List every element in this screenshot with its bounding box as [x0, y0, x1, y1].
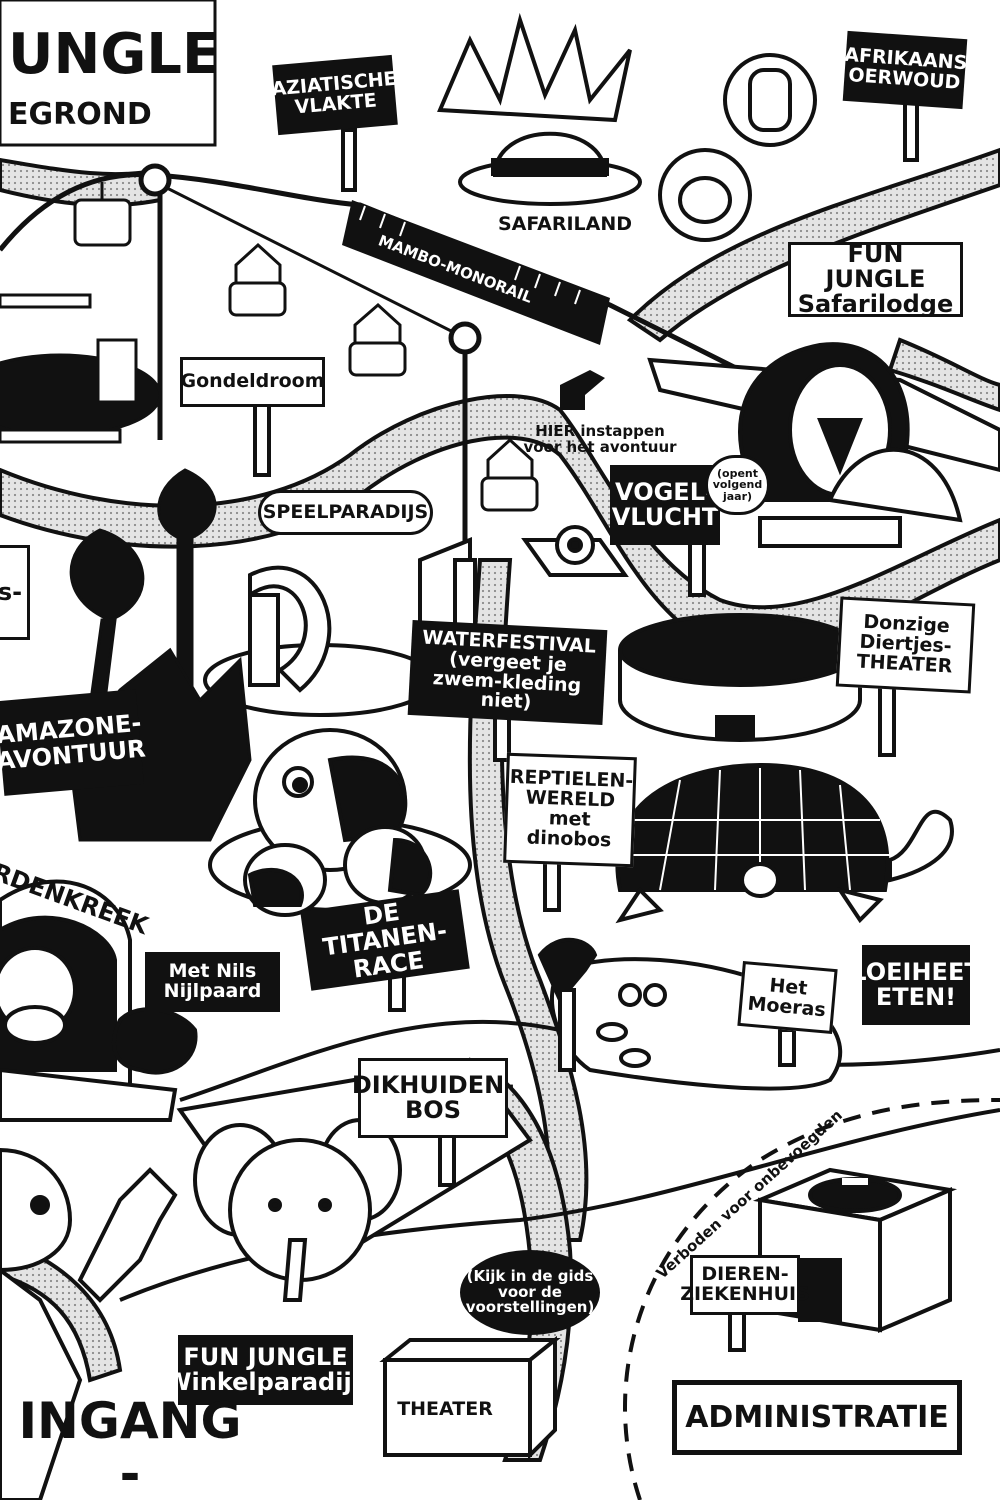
- sign-dierenziekenhuis[interactable]: DIEREN-ZIEKENHUIS: [680, 1255, 810, 1315]
- arrow-icon: [560, 370, 605, 410]
- label-hier-instappen[interactable]: HIER instappen voor het avontuur: [523, 422, 677, 456]
- note-kijk-in-de-gids: (Kijk in de gids voor de voorstellingen): [460, 1250, 600, 1335]
- picnic-area: [0, 293, 162, 444]
- safari-hat: [437, 12, 642, 206]
- toucan: [647, 342, 1000, 548]
- sign-administratie[interactable]: ADMINISTRATIE: [672, 1380, 962, 1455]
- sign-het-moeras[interactable]: Het Moeras: [737, 960, 838, 1035]
- sign-met-nils[interactable]: Met Nils Nijlpaard: [145, 952, 280, 1012]
- giraffe-medallion: [723, 53, 817, 147]
- sign-aziatische-vlakte[interactable]: AZIATISCHE VLAKTE: [271, 54, 398, 136]
- sign-speelparadijs[interactable]: SPEELPARADIJS: [258, 490, 433, 535]
- sign-loeiheet-eten[interactable]: LOEIHEET ETEN!: [851, 945, 981, 1025]
- sign-winkelparadijs[interactable]: FUN JUNGLE Winkelparadijs: [165, 1335, 366, 1405]
- label-safariland[interactable]: SAFARILAND: [497, 213, 633, 236]
- monorail-track: [0, 163, 782, 590]
- sign-vogelvlucht[interactable]: VOGEL-VLUCHT: [610, 465, 720, 545]
- sign-amazone-avontuur[interactable]: AMAZONE-AVONTUUR: [0, 689, 147, 796]
- sign-gondeldroom[interactable]: Gondeldroom: [180, 357, 325, 407]
- parrot-figures: [208, 728, 472, 917]
- theater-drum: [618, 613, 862, 742]
- monorail-train: [342, 200, 610, 345]
- sign-safarilodge[interactable]: FUN JUNGLE Safarilodge: [788, 241, 963, 317]
- note-opent-volgend-jaar: (opent volgend jaar): [705, 455, 770, 515]
- turtle-dome: [615, 762, 954, 924]
- stable-hut: [0, 879, 198, 1122]
- pulley: [521, 525, 629, 577]
- theater-box: [379, 1335, 561, 1460]
- sign-afrikaans-oerwoud[interactable]: AFRIKAANS OERWOUD: [842, 30, 968, 110]
- label-theater[interactable]: THEATER: [397, 1398, 493, 1421]
- sign-donzige-diertjes[interactable]: Donzige Diertjes-THEATER: [835, 596, 976, 694]
- label-ingang[interactable]: INGANG -: [18, 1392, 242, 1503]
- sign-edge-left[interactable]: s-: [0, 545, 30, 640]
- park-subtitle: EGROND: [8, 97, 152, 133]
- rhino-medallion: [658, 148, 752, 242]
- sign-dikhuidenbos[interactable]: DIKHUIDEN-BOS: [352, 1058, 514, 1138]
- gondola-cabins: [73, 182, 539, 512]
- sign-waterfestival[interactable]: WATERFESTIVAL (vergeet je zwem-kleding n…: [407, 619, 608, 726]
- park-title: UNGLE: [8, 21, 221, 87]
- sign-reptielenwereld[interactable]: REPTIELEN-WERELD met dinobos: [503, 752, 637, 868]
- monkey: [0, 1147, 178, 1500]
- sign-posts: [253, 98, 919, 1352]
